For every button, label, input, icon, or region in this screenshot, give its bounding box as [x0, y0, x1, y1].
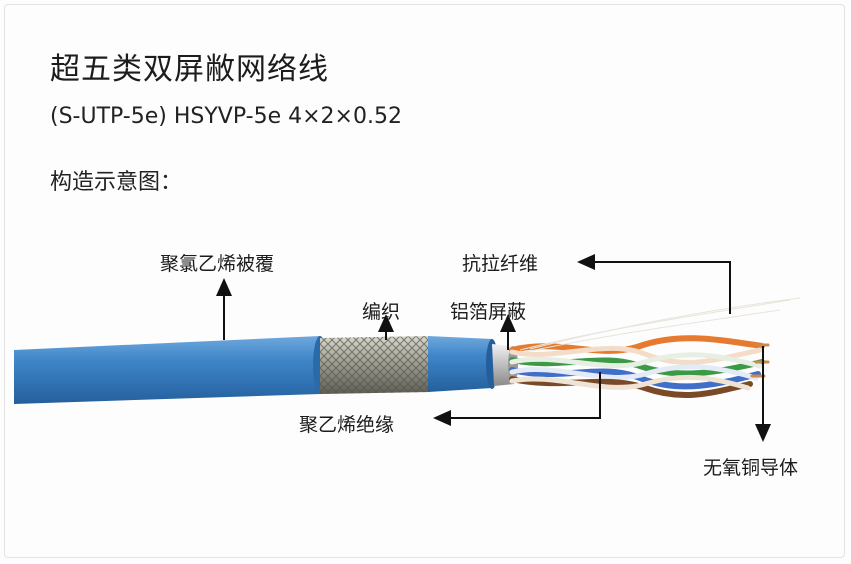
braid-shield [320, 336, 430, 394]
pvc-jacket [14, 336, 327, 404]
label-copper-conductor: 无氧铜导体 [703, 457, 799, 479]
image-border [4, 4, 845, 558]
label-strength-fiber: 抗拉纤维 [462, 253, 539, 275]
label-braid: 编织 [362, 301, 401, 323]
foil-shield [492, 344, 518, 386]
page-title: 超五类双屏敝网络线 [50, 52, 329, 87]
structure-label: 构造示意图： [50, 170, 183, 195]
model-code: (S-UTP-5e) HSYVP-5e 4×2×0.52 [50, 104, 402, 129]
label-pe-insulation: 聚乙烯绝缘 [299, 414, 395, 436]
label-pvc-jacket: 聚氯乙烯被覆 [160, 253, 275, 275]
inner-jacket [428, 336, 498, 392]
strength-fibers [519, 297, 801, 353]
label-foil-shield: 铝箔屏蔽 [450, 301, 527, 323]
twisted-pairs [509, 335, 770, 399]
leader-lines [216, 254, 771, 442]
